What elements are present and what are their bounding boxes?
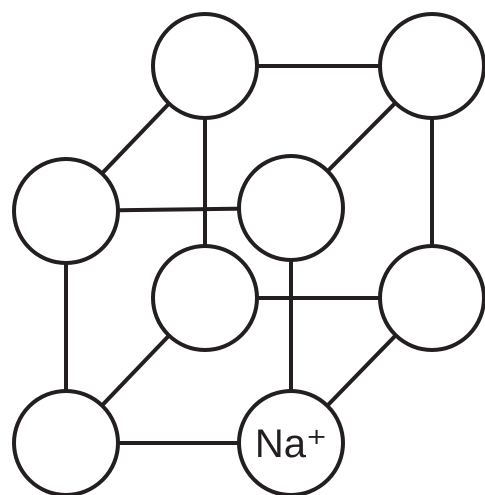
atom-back-top-right [378, 12, 485, 120]
atom-front-bottom-left [12, 389, 120, 495]
atom-front-bottom-right: Na⁺ [237, 389, 345, 495]
atom-circle [151, 244, 259, 352]
atom-front-top-left [12, 157, 120, 265]
atom-back-bottom-left [151, 244, 259, 352]
atom-circle [237, 154, 345, 262]
atom-front-top-right [237, 154, 345, 262]
atom-label: Na⁺ [255, 422, 327, 466]
atom-circle [237, 389, 345, 495]
atoms-layer: Na⁺ [12, 12, 485, 495]
atom-circle [378, 12, 485, 120]
atom-circle [151, 12, 259, 120]
atom-back-top-left [151, 12, 259, 120]
atom-circle [12, 389, 120, 495]
atom-circle [378, 244, 485, 352]
atom-back-bottom-right [378, 244, 485, 352]
bonds-layer [64, 64, 434, 445]
atom-circle [12, 157, 120, 265]
